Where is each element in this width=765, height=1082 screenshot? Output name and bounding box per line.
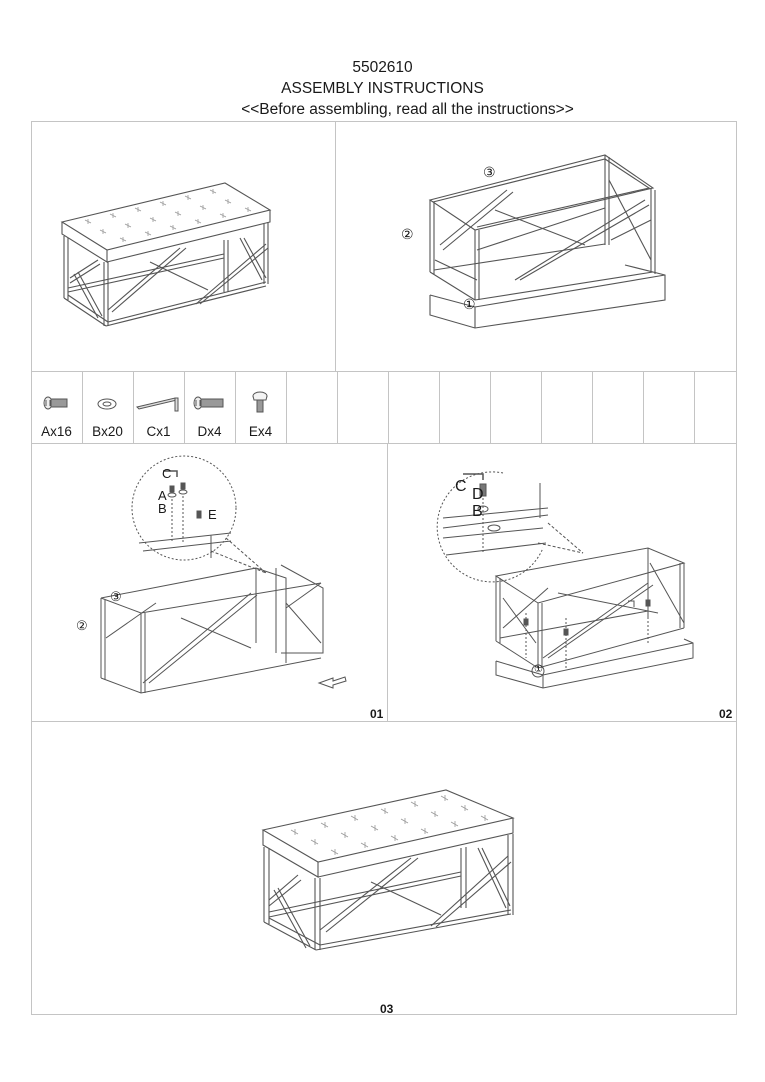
callout-letter-d: D	[472, 486, 484, 503]
divider-steps-vertical	[387, 443, 388, 721]
exploded-frame-view: ③ ② ①	[395, 150, 685, 330]
callout-letter-e: E	[208, 507, 217, 522]
hardware-label: Cx1	[146, 424, 171, 439]
part-marker-3: ③	[110, 589, 122, 604]
step-03-panel: 03	[31, 722, 737, 1016]
document-title: ASSEMBLY INSTRUCTIONS	[281, 80, 484, 97]
divider-top-vertical	[335, 121, 336, 371]
hardware-label: Dx4	[197, 424, 222, 439]
divider-hardware-top	[31, 371, 737, 372]
hardware-item-d: Dx4	[184, 372, 235, 443]
hardware-item-c: Cx1	[133, 372, 184, 443]
hardware-label: Ax16	[41, 424, 72, 439]
step-01-panel: C A B E ③ ② 01	[31, 443, 387, 721]
screw-short-icon	[43, 396, 68, 410]
part-marker-2: ②	[401, 226, 414, 242]
step-number: 01	[370, 707, 384, 721]
step-number: 03	[380, 1002, 394, 1016]
washer-icon	[97, 398, 117, 410]
allen-key-icon	[136, 397, 179, 412]
step-02-panel: C D B ① 02	[388, 443, 737, 721]
hardware-item-e: Ex4	[235, 372, 286, 443]
instruction-frame	[31, 121, 737, 1015]
step-number: 02	[719, 707, 733, 721]
callout-letter-b: B	[472, 503, 483, 520]
divider-steps-bottom	[31, 721, 737, 722]
hardware-item-a: Ax16	[31, 372, 82, 443]
part-marker-1: ①	[534, 664, 543, 675]
screw-long-icon	[193, 396, 224, 410]
hardware-label: Bx20	[92, 424, 123, 439]
hardware-item-b: Bx20	[82, 372, 133, 443]
model-number: 5502610	[352, 59, 413, 76]
part-marker-2: ②	[76, 618, 88, 633]
part-marker-3: ③	[483, 164, 496, 180]
callout-letter-b: B	[158, 501, 167, 516]
push-left-arrow-icon	[316, 673, 346, 691]
assembled-bench-view	[40, 180, 290, 330]
read-instructions-note: <<Before assembling, read all the instru…	[241, 101, 574, 118]
hardware-label: Ex4	[248, 424, 273, 439]
callout-letter-c: C	[162, 466, 172, 481]
callout-letter-a: A	[158, 488, 167, 503]
callout-letter-c: C	[455, 478, 467, 495]
leveler-foot-icon	[252, 391, 268, 413]
part-marker-1: ①	[463, 296, 476, 312]
divider-hardware-bottom	[31, 443, 737, 444]
